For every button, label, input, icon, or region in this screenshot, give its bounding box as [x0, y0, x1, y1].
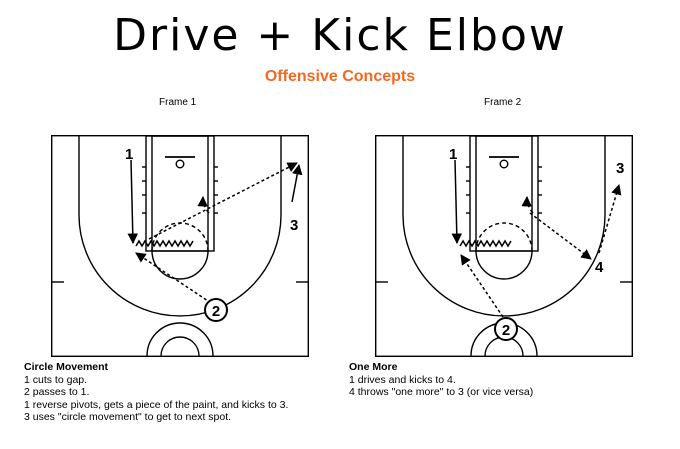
cut-1 — [451, 159, 463, 245]
frame-1-description-title: Circle Movement — [24, 361, 109, 373]
player-2-circle — [494, 317, 518, 341]
court-lines — [51, 135, 309, 357]
hoop — [175, 159, 185, 169]
three-point-line — [78, 136, 282, 317]
frame-2-court: 1 2 3 4 — [375, 135, 633, 357]
kick-1-to-3 — [148, 162, 298, 240]
player-1: 1 — [449, 146, 457, 163]
cut-1-to-gap — [127, 159, 139, 245]
free-throw-circle-top — [151, 250, 209, 280]
player-2: 2 — [212, 303, 220, 320]
player-3: 3 — [616, 160, 624, 177]
paint-inner — [475, 135, 533, 252]
page-title: Drive + Kick Elbow — [113, 10, 567, 61]
frame-2-step: 4 throws "one more" to 3 (or vice versa) — [349, 386, 534, 398]
player-4: 4 — [595, 259, 604, 276]
circle-movement-lift — [521, 195, 534, 214]
frame-2-step: 1 drives and kicks to 4. — [349, 373, 456, 386]
drive-1-paint — [459, 239, 512, 248]
kick-1-to-4 — [529, 212, 592, 260]
pass-2-to-1 — [135, 252, 212, 304]
frame-2-description-title: One More — [349, 361, 398, 373]
free-throw-circle-dashed — [151, 222, 209, 252]
frame-1-step: 3 uses "circle movement" to get to next … — [24, 411, 232, 423]
players: 1 2 3 4 — [449, 146, 624, 341]
player-1: 1 — [125, 146, 133, 163]
free-throw-circle-top — [475, 250, 533, 280]
dribble-1-paint — [135, 239, 194, 248]
player-3: 3 — [290, 217, 298, 234]
half-court-circle — [146, 322, 214, 357]
frame-1-step: 1 reverse pivots, gets a piece of the pa… — [24, 398, 289, 411]
free-throw-circle-dashed — [475, 222, 533, 252]
frame-1-label: Frame 1 — [159, 97, 197, 108]
paint-outer — [145, 135, 215, 252]
frame-1-court: 1 2 3 — [51, 135, 309, 357]
actions — [451, 159, 622, 318]
frame-1-step: 1 cuts to gap. — [24, 373, 88, 386]
circle-movement-3 — [197, 195, 210, 214]
paint-inner — [151, 135, 209, 252]
player-2: 2 — [502, 322, 510, 339]
frame-2-label: Frame 2 — [484, 97, 522, 108]
player-2-circle — [204, 298, 228, 322]
three-point-line — [402, 136, 606, 317]
players: 1 2 3 — [125, 146, 298, 322]
frame-2-description: One More 1 drives and kicks to 4. 4 thro… — [349, 361, 533, 399]
actions — [127, 159, 303, 304]
paint-outer — [469, 135, 539, 252]
pass-2-to-1 — [460, 254, 504, 318]
hoop — [499, 159, 509, 169]
page-subtitle: Offensive Concepts — [264, 68, 416, 85]
frame-1-description: Circle Movement 1 cuts to gap. 2 passes … — [24, 361, 288, 424]
frame-1-step: 2 passes to 1. — [24, 386, 90, 398]
one-more-4-to-3 — [598, 183, 622, 254]
move-3 — [291, 163, 303, 203]
